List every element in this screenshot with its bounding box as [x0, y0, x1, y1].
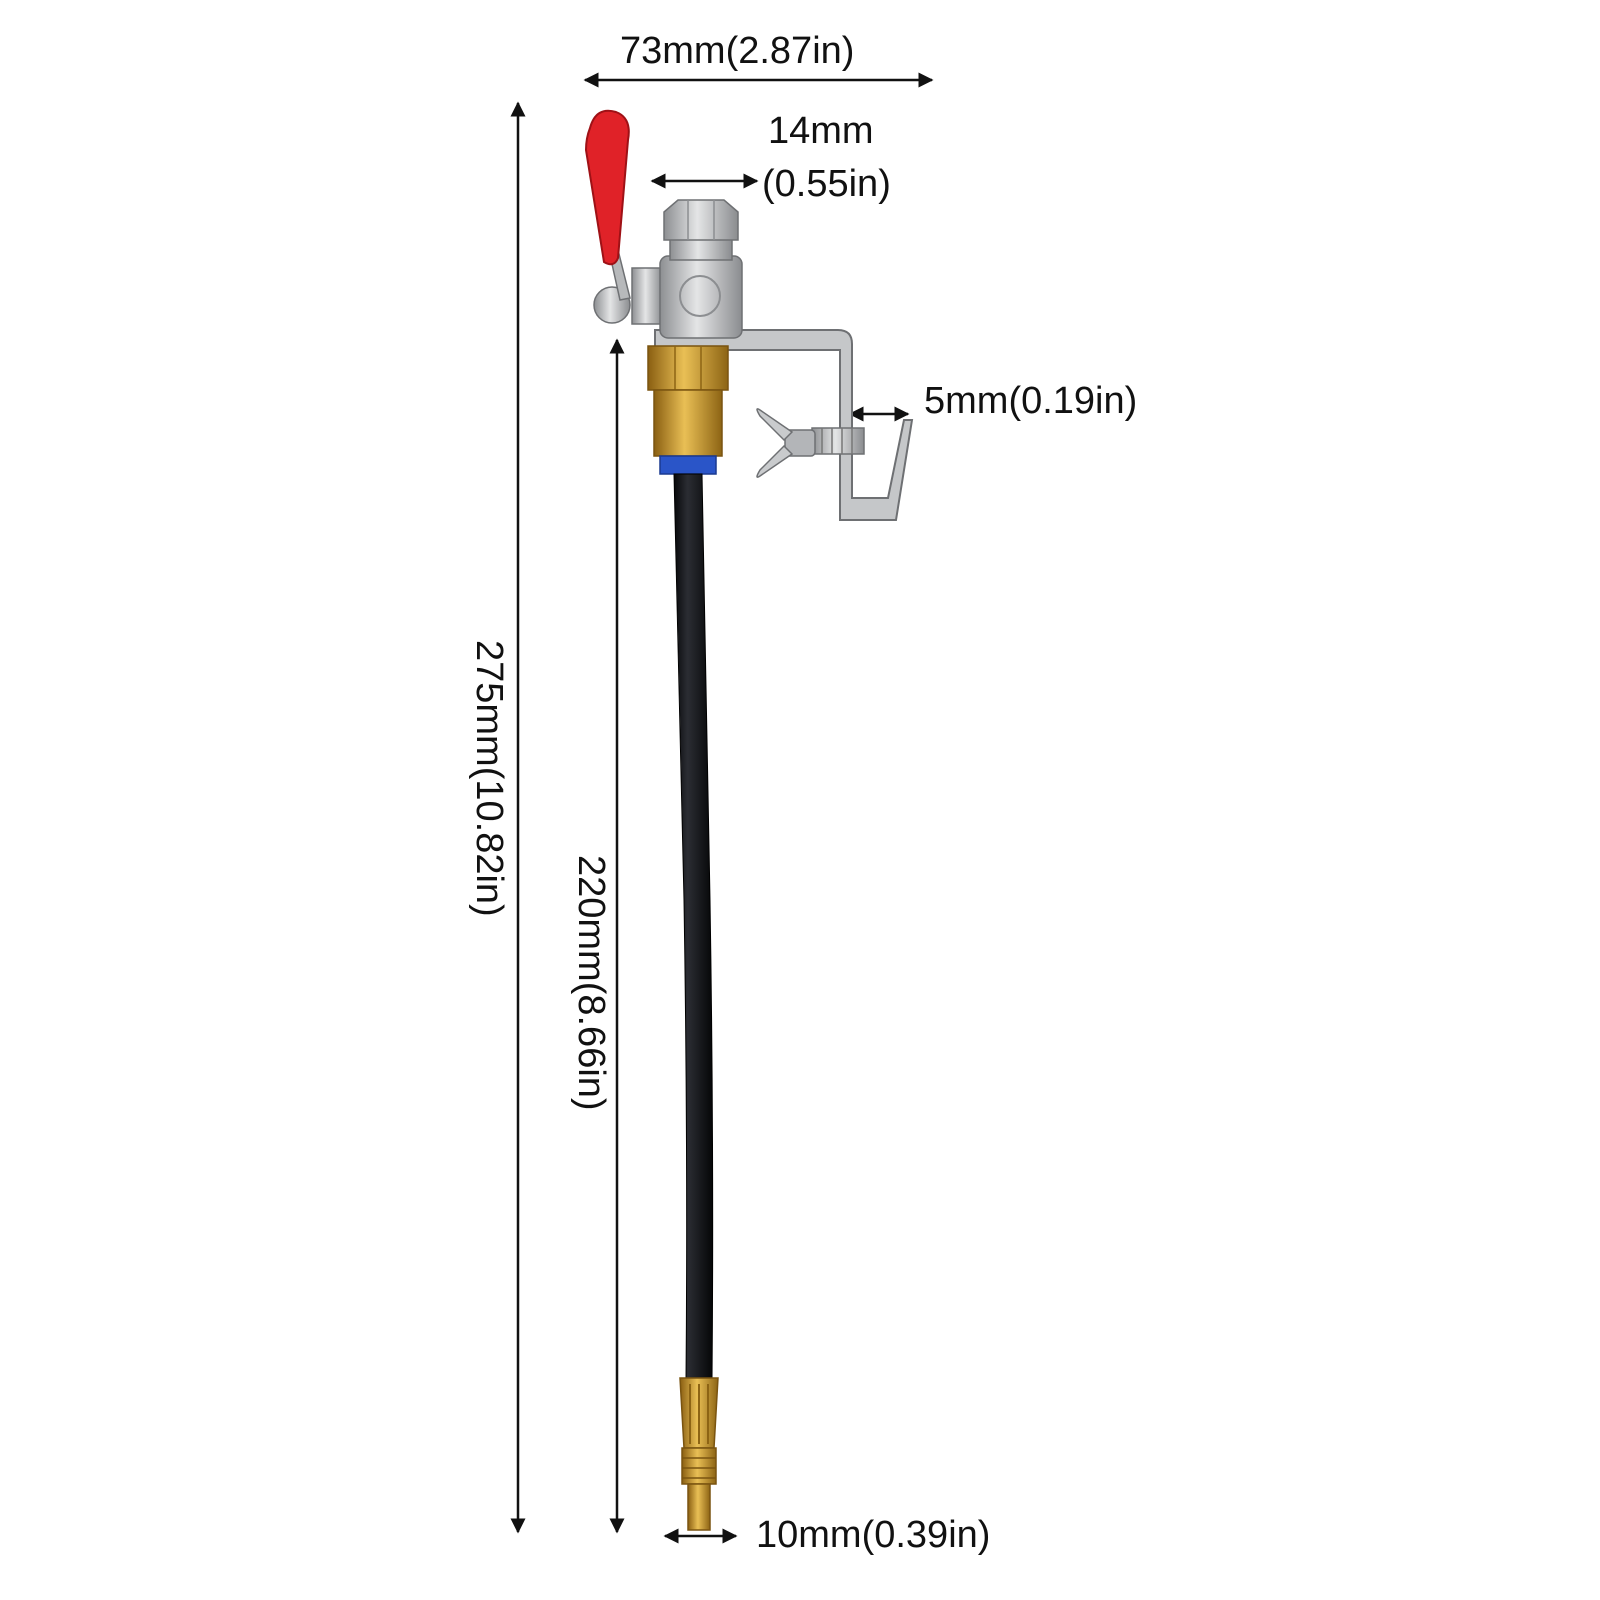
brass-nozzle — [679, 1377, 719, 1531]
nozzle-diameter-label: 10mm(0.39in) — [756, 1514, 991, 1556]
valve-outlet-label-top: 14mm — [768, 110, 874, 152]
valve-handle — [584, 109, 631, 301]
valve-outlet-label-bottom: (0.55in) — [762, 163, 891, 205]
steel-bracket — [654, 329, 914, 521]
wing-nut — [756, 408, 865, 478]
ball-valve — [593, 199, 743, 339]
overall-width-label: 73mm(2.87in) — [620, 30, 855, 72]
hose-length-label: 220mm(8.66in) — [570, 855, 612, 1111]
brass-fitting — [647, 345, 729, 475]
bracket-gap-label: 5mm(0.19in) — [924, 380, 1138, 422]
overall-length-label: 275mm(10.82in) — [468, 640, 510, 917]
black-hose — [673, 473, 714, 1381]
